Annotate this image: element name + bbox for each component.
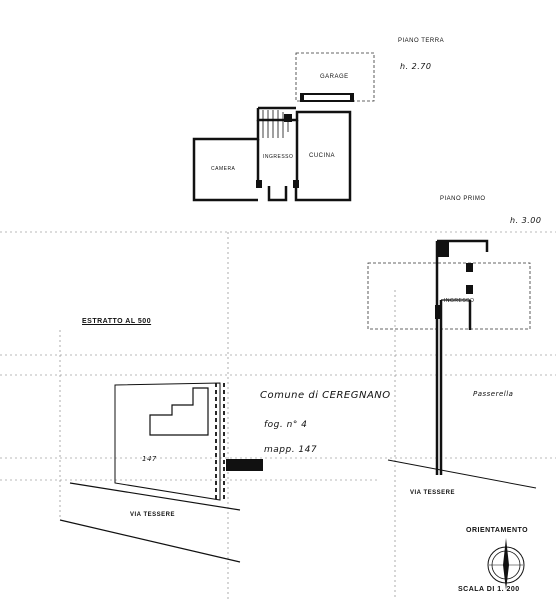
redaction-bar — [226, 459, 263, 471]
orientation-label: ORIENTAMENTO — [466, 527, 529, 534]
ground-floor-title: PIANO TERRA — [398, 38, 445, 44]
compass-icon — [487, 538, 525, 590]
kitchen-label: CUCINA — [309, 153, 336, 159]
ground-floor-height: h. 2.70 — [400, 62, 432, 71]
site-plan-parcel — [114, 382, 221, 501]
sheet-label: fog. n° 4 — [264, 420, 308, 430]
scale-label: SCALA DI 1. 200 — [458, 586, 520, 593]
ground-floor-walls — [192, 106, 352, 202]
room-label: CAMERA — [211, 166, 236, 172]
first-landing-label: INGRESSO — [444, 298, 475, 304]
parcel-label: mapp. 147 — [264, 445, 318, 455]
garage-label: GARAGE — [320, 74, 349, 80]
first-floor-dashed-outline — [367, 262, 531, 330]
site-plan-title: ESTRATTO AL 500 — [82, 318, 152, 325]
ground-stair — [262, 110, 289, 138]
street-site-label: VIA TESSERE — [130, 512, 175, 518]
site-plan-road — [59, 482, 241, 563]
entrance-label: INGRESSO — [263, 154, 294, 160]
construction-lines — [0, 231, 556, 600]
stair-note: SOTT. SCALA — [306, 95, 338, 100]
street-first-label: VIA TESSERE — [410, 490, 455, 496]
site-plan-building — [149, 387, 209, 436]
first-floor-height: h. 3.00 — [510, 216, 542, 225]
walkway-label: Passerella — [473, 390, 514, 398]
parcel-number: 147 — [142, 455, 157, 463]
first-floor-walls — [435, 239, 489, 475]
municipality-label: Comune di CEREGNANO — [260, 390, 391, 401]
first-floor-title: PIANO PRIMO — [440, 196, 486, 202]
